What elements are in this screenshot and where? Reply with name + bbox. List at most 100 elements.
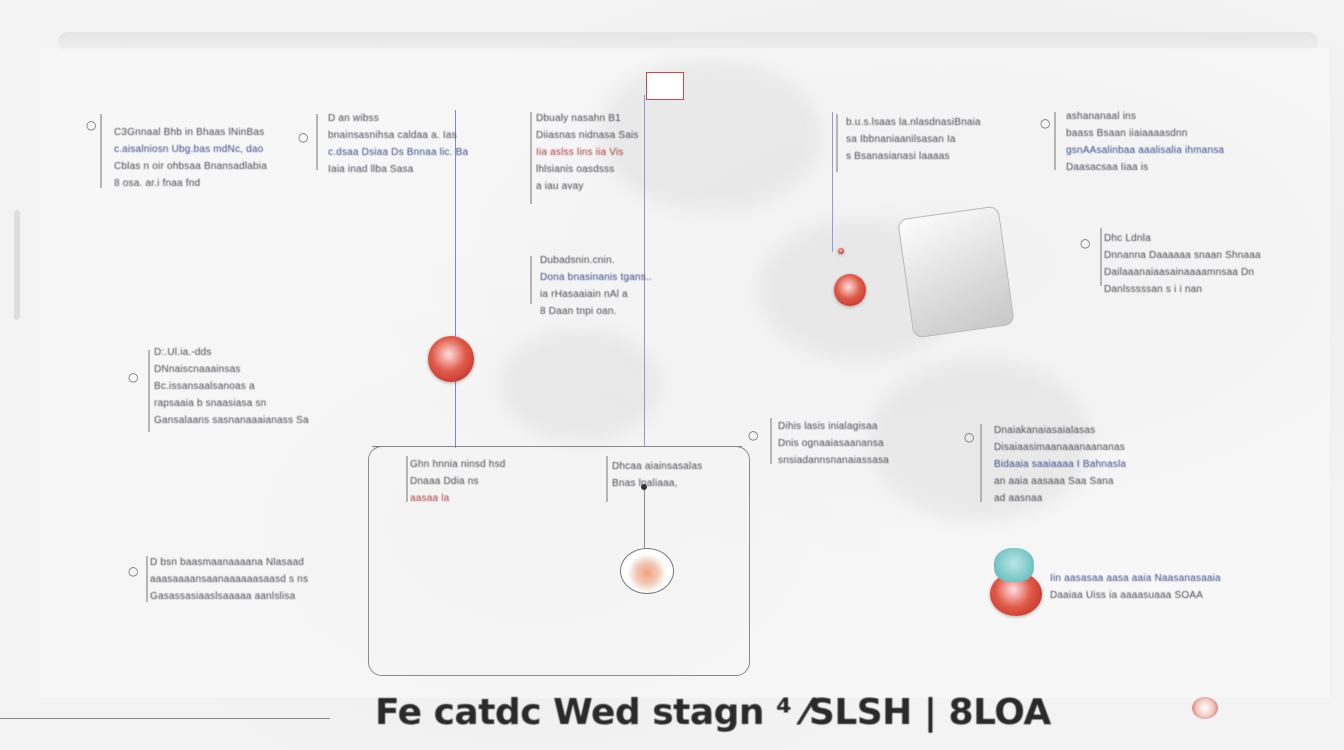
text-block: Ghn hnnia ninsd hsd Dnaaa Ddia ns aasaa … [410,456,560,507]
text-block: D bsn baasmaanaaaana Nlasaad aaasaaaansa… [150,554,360,605]
text-line: Dbualy nasahn B1 [536,113,621,124]
hook-icon: ○ [964,430,975,444]
text-line: Dihis lasis inialagisaa [778,421,878,432]
text-block: Dhc Ldnla Dnnanna Daaaaaa snaan Shnaaa D… [1104,230,1334,298]
device-illustration [897,205,1015,339]
text-block: b.u.s.lsaas la.nlasdnasiBnaia sa Ibbnani… [846,114,1036,165]
block-bracket [1100,228,1102,286]
text-line: Cblas n oir ohbsaa Bnansadlabia [114,161,267,172]
text-line: Iia aslss lins iia Vis [536,147,624,158]
background-blob [600,60,820,210]
text-line: C3Gnnaal Bhb in Bhaas lNinBas [114,127,265,138]
text-line: aasaa la [410,493,450,504]
text-line: Ghn hnnia ninsd hsd [410,459,506,470]
hook-icon: ○ [86,118,97,132]
top-bar [58,32,1318,52]
block-bracket [148,350,150,432]
block-bracket [770,418,772,464]
caption-text: Fe catdc Wed stagn ⁴ ⁄SLSH | 8LOA [375,692,1051,733]
text-line: Bc.issansaalsanoas a [154,381,255,392]
text-line: gsnAAsalinbaa aaalisalia ihmansa [1066,145,1225,156]
text-line: Dnaiakanaiasaialasas [994,425,1096,436]
connector-arrow-dot [838,248,844,254]
hook-icon: ○ [128,370,139,384]
text-line: ashananaal ins [1066,111,1137,122]
text-line: Daasacsaa Iiaa is [1066,162,1149,173]
group-frame [368,446,750,676]
text-line: 8 Daan tnpi oan. [540,306,617,317]
text-line: sa Ibbnaniaanilsasan Ia [846,134,956,145]
connector-line [644,488,645,548]
text-line: Dnis ognaaiasaanansa [778,438,884,449]
text-line: DNnaiscnaaainsas [154,364,241,375]
text-line: aaasaaaansaanaaaaaasaasd s ns [150,574,309,585]
text-line: Danlsssssan s i i nan [1104,284,1203,295]
text-line: 8 osa. ar.i fnaa fnd [114,178,201,189]
marker-tag [646,72,684,100]
text-line: Diiasnas nidnasa Sais [536,130,639,141]
text-line: Dona bnasinanis tgans.. [540,272,652,283]
block-bracket [1054,112,1056,170]
connector-line [832,112,833,252]
text-line: D:.Ul.ia.-dds [154,347,212,358]
text-line: Bnas lnaliaaa, [612,478,678,489]
text-line: bnainsasnihsa caldaa a. Ias [328,130,457,141]
bottom-rule [0,718,330,719]
text-block: D:.Ul.ia.-dds DNnaiscnaaainsas Bc.issans… [154,344,364,429]
text-block: Dnaiakanaiasaialasas Disaiaasimaanaaanaa… [994,422,1204,507]
block-bracket [530,256,532,304]
text-block: Dbualy nasahn B1 Diiasnas nidnasa Sais I… [536,110,676,195]
text-line: s Bsanasianasi laaaas [846,151,950,162]
text-line: Bidaaia saaiaaaa I Bahnasla [994,459,1127,470]
text-line: baass Bsaan iiaiaaaasdnn [1066,128,1188,139]
text-line: an aaia aasaaa Saa Sana [994,476,1114,487]
block-bracket [406,456,408,502]
text-block: Iin aasasaa aasa aaia Naasanasaaia Daaia… [1050,570,1340,604]
block-bracket [146,556,148,602]
node-red-circle[interactable] [428,336,474,382]
left-edge-handle [14,210,20,320]
node-red-circle[interactable] [834,274,866,306]
text-line: lhlsianis oasdsss [536,164,615,175]
connector-line [644,95,645,447]
background-blob [500,330,660,440]
hook-icon: ○ [1040,116,1051,130]
text-line: Dnaaa Ddia ns [410,476,479,487]
text-line: Gansalaans sasnanaaaianass Sa [154,415,309,426]
text-line: D an wibss [328,113,379,124]
text-block: Dhcaa aiainsasalas Bnas lnaliaaa, [612,458,752,492]
text-line: Dhcaa aiainsasalas [612,461,703,472]
text-line: Iaia inad llba Sasa [328,164,414,175]
text-line: a iau avay [536,181,584,192]
hook-icon: ○ [1080,236,1091,250]
text-line: ia rHasaaiain nAl a [540,289,628,300]
badge-icon[interactable] [1192,697,1218,719]
node-orange-ring[interactable] [620,548,674,594]
block-bracket [606,456,608,502]
text-block: ashananaal ins baass Bsaan iiaiaaaasdnn … [1066,108,1286,176]
text-line: c.aisalniosn Ubg.bas mdNc, dao [114,144,264,155]
hook-icon: ○ [128,564,139,578]
hook-icon: ○ [298,130,309,144]
text-block: C3Gnnaal Bhb in Bhaas lNinBas c.aisalnio… [114,124,304,192]
text-block: Dubadsnin.cnin. Dona bnasinanis tgans.. … [540,252,690,320]
text-line: D bsn baasmaanaaaana Nlasaad [150,557,305,568]
text-line: Daaiaa Uiss ia aaaasuaaa SOAA [1050,590,1204,601]
text-line: Disaiaasimaanaaanaananas [994,442,1126,453]
text-line: ad aasnaa [994,493,1043,504]
node-teal-cap [994,548,1034,582]
text-line: snsiadannsnanaiassasa [778,455,889,466]
text-line: Dailaaanaiaasainaaaamnsaa Dn [1104,267,1255,278]
block-bracket [530,112,532,204]
block-bracket [980,424,982,502]
text-block: D an wibss bnainsasnihsa caldaa a. Ias c… [328,110,478,178]
text-line: b.u.s.lsaas la.nlasdnasiBnaia [846,117,981,128]
block-bracket [836,114,838,172]
text-line: Iin aasasaa aasa aaia Naasanasaaia [1050,573,1221,584]
block-bracket [100,114,102,188]
text-line: Gasassasiaaslsaaaaa aanlslisa [150,591,296,602]
hook-icon: ○ [748,428,759,442]
text-block: Dihis lasis inialagisaa Dnis ognaaiasaan… [778,418,928,469]
text-line: rapsaaia b snaasiasa sn [154,398,267,409]
